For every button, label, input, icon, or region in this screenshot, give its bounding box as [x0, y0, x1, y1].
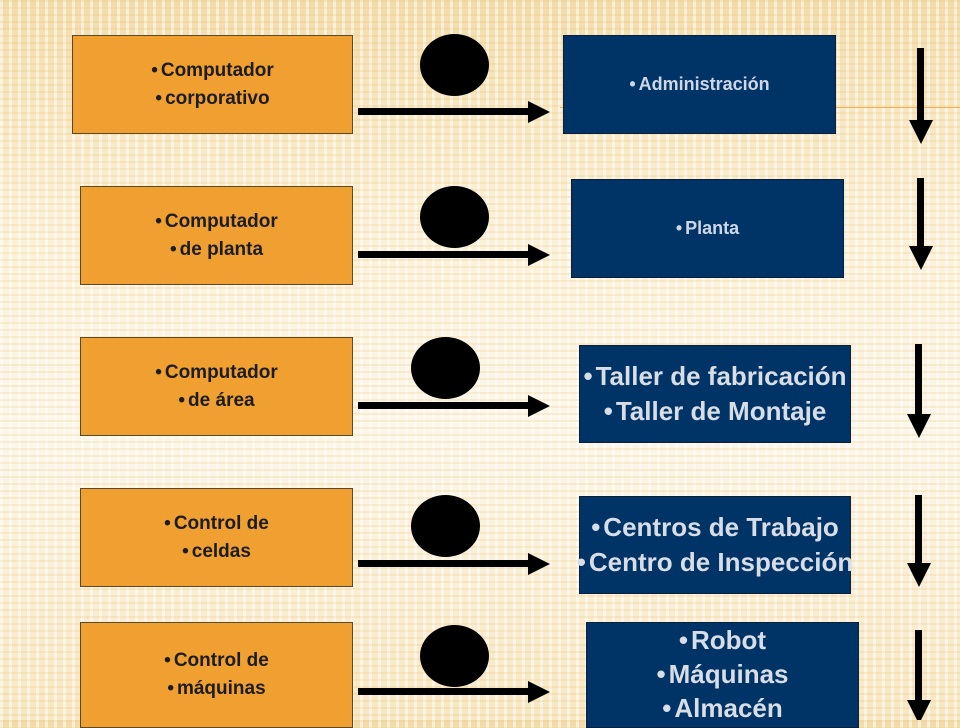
connector-circle	[420, 186, 489, 248]
right-box-line: Robot	[679, 623, 766, 657]
left-box-line: Control de	[164, 647, 269, 675]
right-arrow-icon	[358, 244, 550, 266]
down-arrow-icon	[907, 344, 931, 438]
right-box-line: Taller de Montaje	[604, 394, 826, 429]
right-box-line: Planta	[676, 218, 739, 239]
left-box-computador-corporativo: Computador corporativo	[72, 35, 353, 134]
left-box-control-de-maquinas: Control de máquinas	[80, 622, 353, 728]
left-box-computador-de-area: Computador de área	[80, 337, 353, 436]
right-box-line: Centro de Inspección	[577, 545, 853, 580]
down-arrow-icon	[907, 495, 931, 587]
left-box-line: celdas	[182, 538, 251, 566]
right-arrow-icon	[358, 395, 550, 417]
down-arrow-icon	[909, 48, 933, 144]
right-arrow-icon	[358, 553, 550, 575]
left-box-line: de planta	[170, 236, 263, 264]
down-arrow-icon	[909, 178, 933, 270]
right-box-administracion: Administración	[563, 35, 836, 134]
left-box-computador-de-planta: Computador de planta	[80, 186, 353, 285]
right-arrow-icon	[358, 101, 550, 123]
left-box-control-de-celdas: Control de celdas	[80, 488, 353, 587]
right-box-line: Almacén	[662, 691, 782, 725]
left-box-line: corporativo	[155, 85, 270, 113]
connector-circle	[420, 34, 489, 96]
left-box-line: máquinas	[167, 675, 266, 703]
connector-circle	[411, 495, 480, 557]
left-box-line: Computador	[155, 208, 278, 236]
right-box-talleres: Taller de fabricación Taller de Montaje	[579, 345, 851, 443]
left-box-line: Computador	[155, 359, 278, 387]
right-arrow-icon	[358, 681, 550, 703]
right-box-planta: Planta	[571, 179, 844, 278]
connector-circle	[420, 625, 489, 687]
connector-circle	[411, 337, 480, 399]
left-box-line: Computador	[151, 57, 274, 85]
left-box-line: Control de	[164, 510, 269, 538]
right-box-line: Administración	[629, 74, 770, 95]
right-box-line: Máquinas	[656, 657, 789, 691]
down-arrow-icon	[907, 630, 931, 720]
right-box-robot-maquinas-almacen: Robot Máquinas Almacén	[586, 622, 859, 728]
right-box-line: Taller de fabricación	[583, 359, 847, 394]
right-box-line: Centros de Trabajo	[591, 510, 839, 545]
right-box-centros: Centros de Trabajo Centro de Inspección	[577, 496, 853, 594]
left-box-line: de área	[178, 387, 255, 415]
